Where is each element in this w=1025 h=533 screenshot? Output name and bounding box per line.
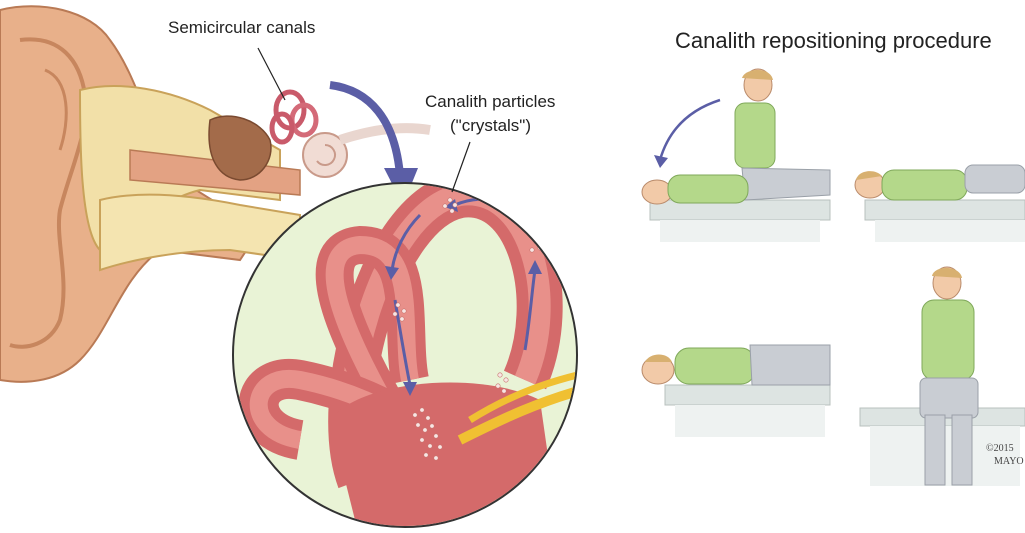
canalith-particles-label: Canalith particles (425, 92, 555, 112)
copyright-year: ©2015 (986, 443, 1014, 455)
inner-ear-small (272, 92, 430, 177)
step-3-figure (642, 345, 830, 437)
semicircular-pointer (258, 48, 285, 100)
semicircular-canals-label: Semicircular canals (168, 18, 315, 38)
step-2-figure (855, 165, 1025, 242)
zoom-circle (233, 183, 600, 533)
ear-canal-bone (80, 86, 300, 270)
canalith-pointer (452, 142, 470, 192)
step-1-figure (642, 69, 830, 242)
copyright-owner: MAYO (994, 456, 1024, 468)
crystals-label: ("crystals") (450, 116, 531, 136)
procedure-title: Canalith repositioning procedure (675, 28, 992, 54)
